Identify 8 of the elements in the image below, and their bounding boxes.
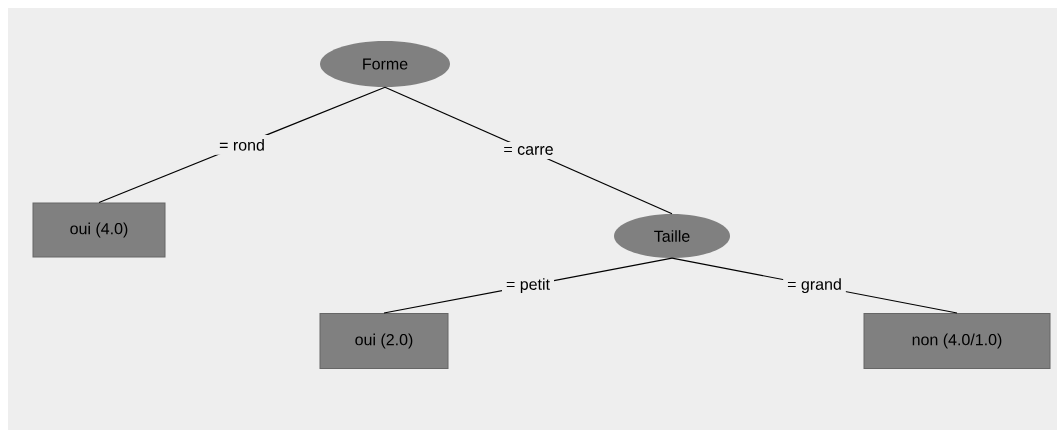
edge-label: = petit	[506, 278, 550, 294]
edge-label: = carre	[504, 146, 553, 155]
leaf-box: non (4.0/1.0)	[863, 313, 1051, 369]
connector-line	[384, 86, 673, 215]
leaf-box: oui (2.0)	[319, 313, 449, 369]
leaf-box: oui (4.0)	[32, 202, 166, 258]
edge-label: = grand	[787, 278, 841, 294]
edge-label: = rond	[219, 139, 264, 151]
